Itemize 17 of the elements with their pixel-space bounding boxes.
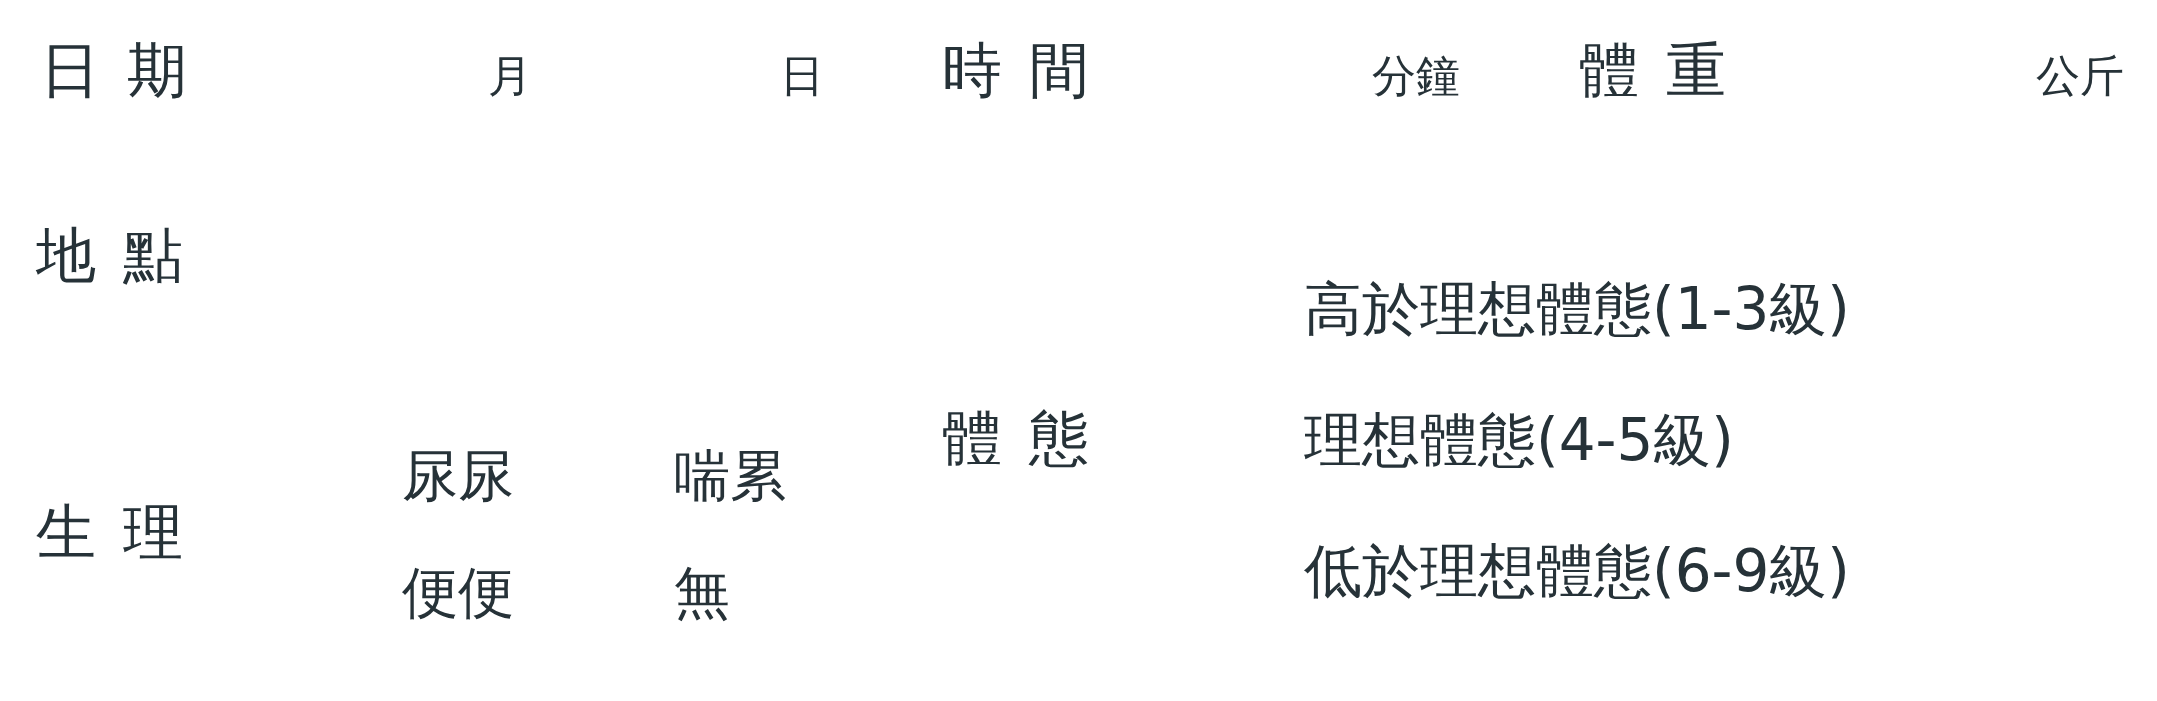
field-label: 生理	[36, 499, 210, 566]
option-text: 無	[674, 561, 730, 624]
unit-label: 公斤	[2036, 52, 2124, 101]
option-text: 便便	[402, 561, 514, 624]
unit-label: 分鐘	[1372, 52, 1460, 101]
field-label: 地點	[36, 222, 210, 289]
field-label: 日期	[40, 37, 214, 104]
field-label: 體重	[1579, 37, 1753, 104]
option-text: 理想體態(4-5級)	[1304, 409, 1734, 474]
field-label: 時間	[942, 37, 1116, 104]
field-label: 體態	[942, 405, 1116, 472]
option-text: 尿尿	[402, 444, 514, 507]
unit-label: 月	[488, 52, 532, 101]
unit-label: 日	[780, 52, 824, 101]
option-text: 高於理想體態(1-3級)	[1304, 278, 1850, 343]
option-text: 低於理想體態(6-9級)	[1304, 540, 1850, 605]
option-text: 喘累	[674, 444, 786, 507]
